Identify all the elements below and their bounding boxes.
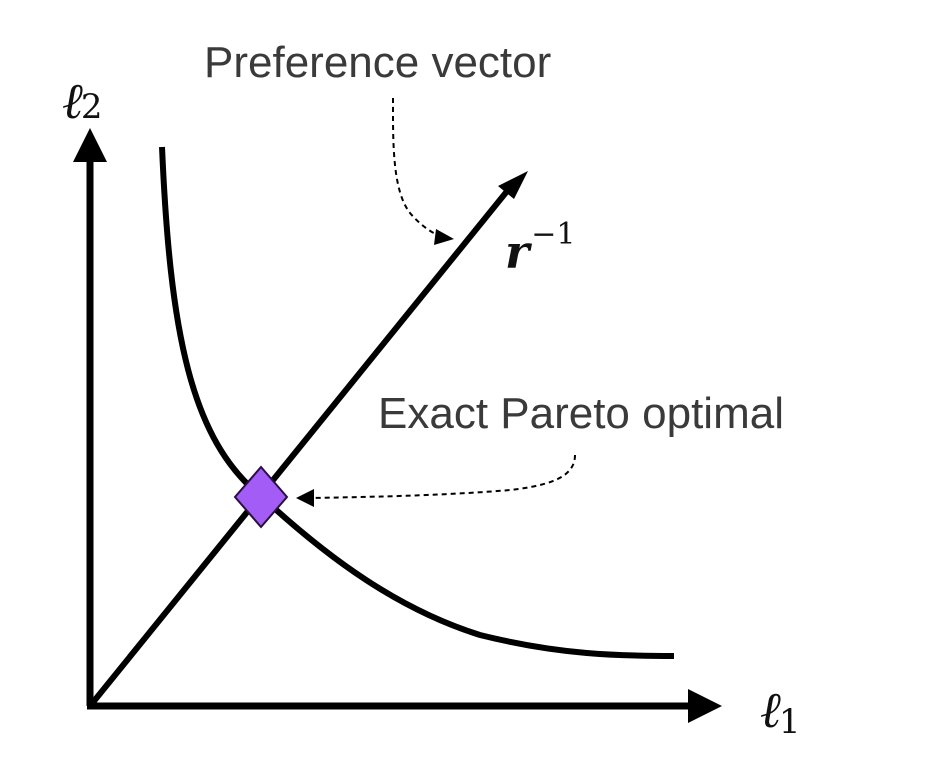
x-axis-label: ℓ1 <box>760 681 800 742</box>
x-axis-arrowhead <box>688 689 722 723</box>
preference-vector-line <box>87 188 511 708</box>
preference-vector-label: Preference vector <box>204 38 551 87</box>
y-axis-label: ℓ2 <box>62 72 102 130</box>
pareto-front-curve <box>159 146 675 659</box>
exact-pareto-label: Exact Pareto optimal <box>378 389 784 438</box>
pareto-optimal-pointer-head <box>296 489 314 507</box>
pareto-optimal-pointer <box>311 454 576 499</box>
y-axis-arrowhead <box>73 128 107 162</box>
preference-vector-pointer-head <box>434 229 454 245</box>
preference-vector-arrowhead <box>498 171 528 199</box>
preference-vector-pointer <box>391 97 441 237</box>
pareto-optimal-marker <box>233 465 289 529</box>
vector-label: r−1 <box>505 217 575 279</box>
